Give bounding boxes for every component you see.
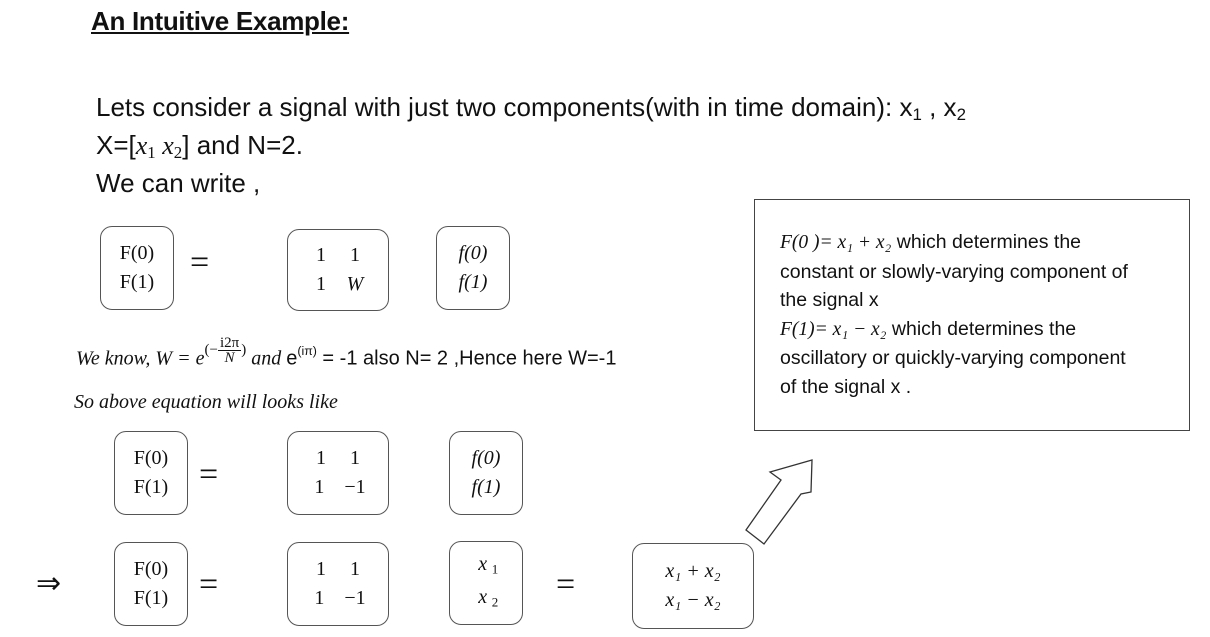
numeric-matrix-1: 1 1 1 −1 <box>287 431 389 515</box>
numeric-matrix-1-r1c0: 1 <box>314 476 325 498</box>
exp-close: ) <box>241 342 247 359</box>
result-vector-entry-0: x₁ + x₂ <box>665 560 721 582</box>
numeric-matrix-1-r1c1: −1 <box>344 476 366 498</box>
F-vector-2: F(0) F(1) <box>114 431 188 515</box>
we-know-rest: = -1 also N= 2 ,Hence here W=-1 <box>316 347 617 370</box>
intro-line-2-x1: x <box>135 131 148 160</box>
note-line-1-math: F(0 )= x₁ + x₂ <box>780 232 892 253</box>
f-vector-1: f(0) f(1) <box>436 226 510 310</box>
note-line-4: F(1)= x₁ − x₂ which determines the <box>780 315 1189 345</box>
equals-sign-1: = <box>190 244 210 281</box>
x-vector-sub1: 1 <box>491 561 499 576</box>
note-line-4-math: F(1)= x₁ − x₂ <box>780 318 887 340</box>
f-vector-2-entry-0: f(0) <box>471 447 501 469</box>
F-vector-1: F(0) F(1) <box>100 226 174 310</box>
F-vector-3-entry-1: F(1) <box>133 587 169 609</box>
page-title: An Intuitive Example: <box>91 6 350 36</box>
implies-arrow-icon: ⇒ <box>36 566 62 601</box>
numeric-matrix-1-r0c1: 1 <box>350 447 360 469</box>
W-matrix-r1c0: 1 <box>316 273 326 295</box>
block-arrow-icon <box>745 459 813 545</box>
note-line-3: the signal x <box>780 289 879 311</box>
equals-sign-3: = <box>199 566 219 603</box>
exp-denominator: N <box>224 350 235 367</box>
note-line-1-text: which determines the <box>891 231 1082 253</box>
numeric-matrix-2-r0c1: 1 <box>350 558 360 580</box>
numeric-matrix-2-r1c0: 1 <box>314 587 325 609</box>
intro-line-2-suffix: ] and N=2. <box>182 130 303 160</box>
intro-line-1: Lets consider a signal with just two com… <box>96 92 966 125</box>
result-vector-entry-1: x₁ − x₂ <box>665 589 721 611</box>
x-vector-x1: x <box>478 552 488 575</box>
intro-line-2-sub1: 1 <box>147 143 156 163</box>
equals-sign-4: = <box>556 566 576 603</box>
F-vector-1-entry-1: F(1) <box>119 271 155 293</box>
F-vector-3-entry-0: F(0) <box>133 558 169 580</box>
x2-subscript: 2 <box>956 105 966 125</box>
we-know-prefix: We know, W = e <box>76 347 205 370</box>
f-vector-2-entry-1: f(1) <box>471 476 501 498</box>
intro-line-2-prefix: X=[ <box>96 130 136 160</box>
exp-numerator: i2π <box>217 335 242 352</box>
f-vector-1-entry-1: f(1) <box>458 271 488 293</box>
note-box: F(0 )= x₁ + x₂ which determines the cons… <box>754 199 1190 431</box>
equals-sign-2: = <box>199 456 219 493</box>
exp-open: (− <box>204 342 218 359</box>
so-above-line: So above equation will looks like <box>74 391 338 413</box>
F-vector-3: F(0) F(1) <box>114 542 188 626</box>
F-vector-1-entry-0: F(0) <box>119 242 155 264</box>
x-vector-sub2: 2 <box>491 594 499 610</box>
note-line-4-text: which determines the <box>886 317 1077 340</box>
W-matrix-r0c0: 1 <box>316 244 326 266</box>
F-vector-2-entry-1: F(1) <box>133 476 169 498</box>
W-matrix-r1c1: W <box>346 273 364 295</box>
intro-line-3: We can write , <box>96 168 261 198</box>
and-word: and <box>246 347 287 370</box>
note-line-6: of the signal x . <box>780 375 912 398</box>
e-text: e <box>286 347 298 370</box>
intro-line-2-sub2: 2 <box>173 143 183 163</box>
f-vector-1-entry-0: f(0) <box>458 242 488 264</box>
note-line-2: constant or slowly-varying component of <box>780 260 1128 283</box>
e-superscript: (iπ) <box>297 344 317 358</box>
numeric-matrix-2: 1 1 1 −1 <box>287 542 389 626</box>
note-line-5: oscillatory or quickly-varying component <box>780 347 1126 369</box>
F-vector-2-entry-0: F(0) <box>133 447 169 469</box>
intro-line-1-sep: , x <box>921 92 957 122</box>
x1-subscript: 1 <box>912 105 922 125</box>
f-vector-2: f(0) f(1) <box>449 431 523 515</box>
note-line-1: F(0 )= x₁ + x₂ which determines the <box>780 228 1189 258</box>
numeric-matrix-1-r0c0: 1 <box>316 447 326 469</box>
intro-line-2: X=[x1 x2] and N=2. <box>96 130 303 163</box>
result-vector: x₁ + x₂ x₁ − x₂ <box>632 543 754 629</box>
intro-line-2-x2: x <box>155 131 174 160</box>
x-vector-x2: x <box>478 586 488 608</box>
numeric-matrix-2-r0c0: 1 <box>316 558 326 580</box>
numeric-matrix-2-r1c1: −1 <box>344 587 366 609</box>
intro-line-1-text: Lets consider a signal with just two com… <box>96 92 913 122</box>
W-matrix-r0c1: 1 <box>350 244 360 266</box>
